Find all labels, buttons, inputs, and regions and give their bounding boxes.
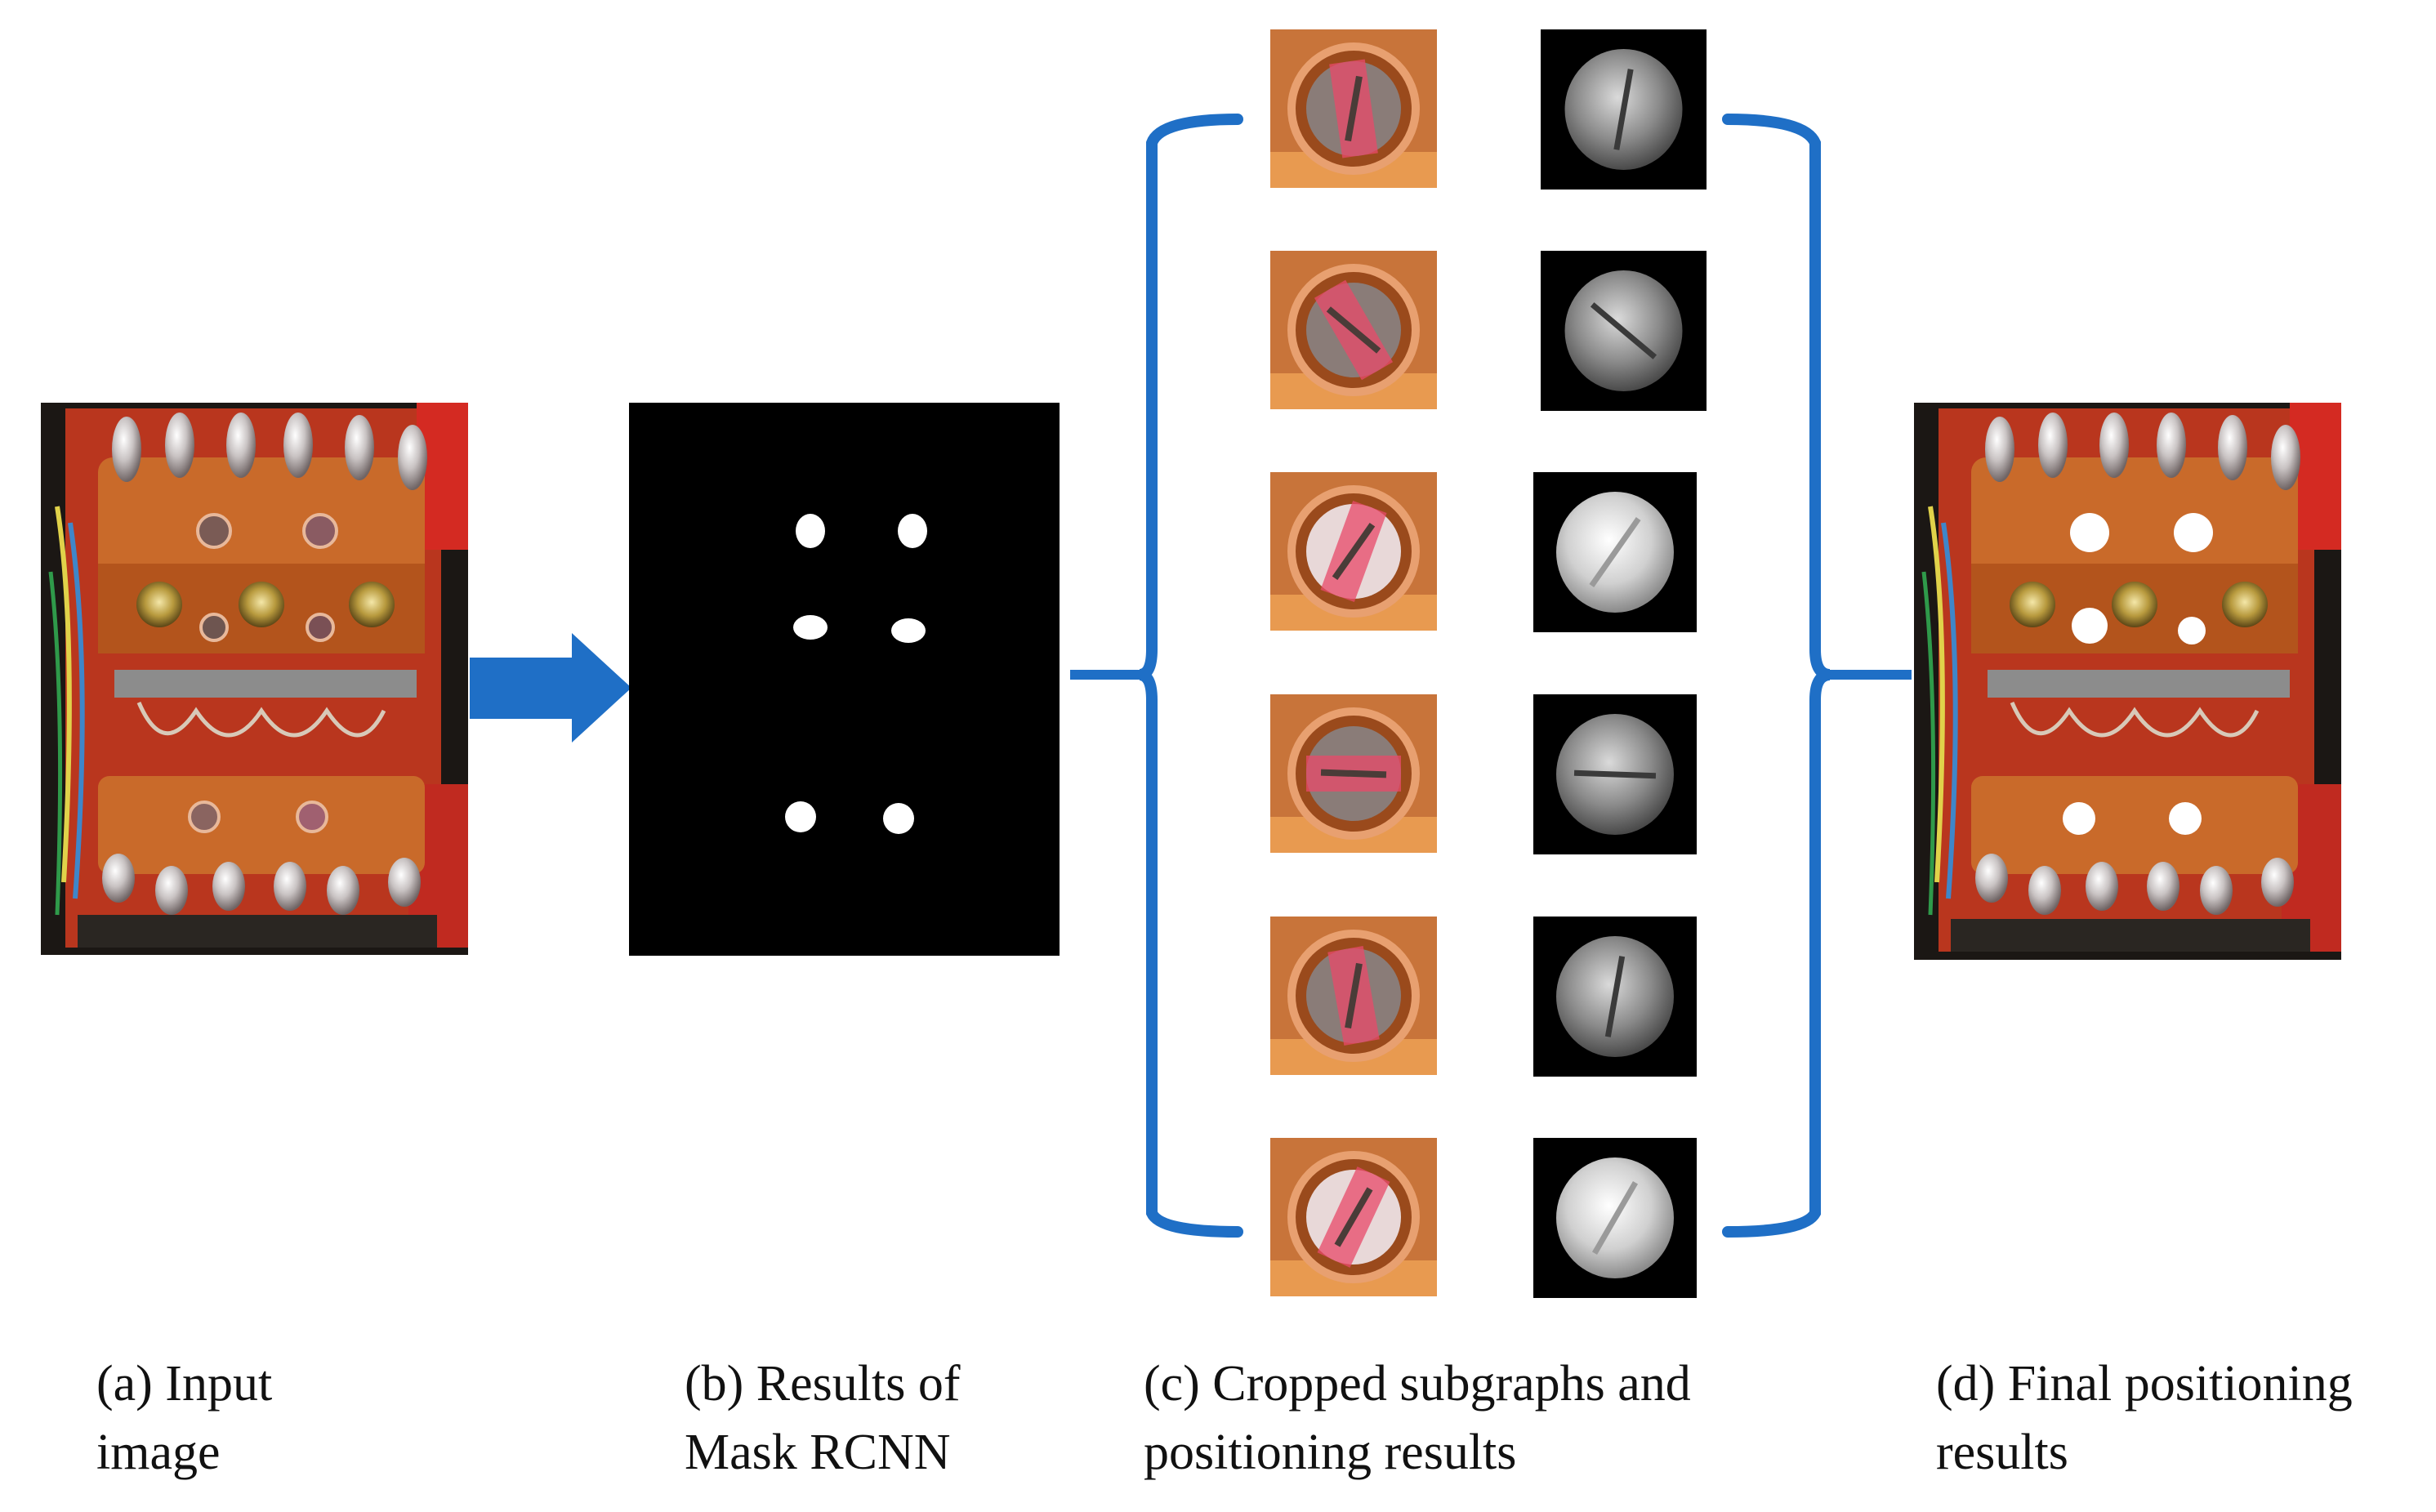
marked-screw <box>2070 513 2109 552</box>
crop-mask-5 <box>1533 917 1697 1077</box>
mask-blob <box>793 615 828 640</box>
mask-blob <box>796 514 825 548</box>
crop-mask-2 <box>1541 251 1707 411</box>
mask-blob <box>785 801 816 832</box>
marked-screw <box>2178 617 2206 644</box>
caption-c: (c) Cropped subgraphs and positioning re… <box>1144 1349 1691 1487</box>
right-arrow-icon <box>470 633 631 743</box>
top-bolts <box>112 413 427 490</box>
crop-photo-2 <box>1270 251 1437 409</box>
crop-photo-4 <box>1270 694 1437 853</box>
caption-c-line2: positioning results <box>1144 1425 1517 1480</box>
right-brace-icon <box>1722 114 1831 1238</box>
crop-photo-1 <box>1270 29 1437 188</box>
caption-d-line2: results <box>1936 1425 2068 1480</box>
caption-b-line1: (b) Results of <box>685 1356 961 1412</box>
marked-screw <box>2174 513 2213 552</box>
caption-b: (b) Results of Mask RCNN <box>685 1349 961 1487</box>
caption-a: (a) Input image <box>96 1349 272 1487</box>
marked-screw <box>2063 802 2095 835</box>
caption-d: (d) Final positioning results <box>1936 1349 2353 1487</box>
caption-d-line1: (d) Final positioning <box>1936 1356 2353 1412</box>
crop-mask-4 <box>1533 694 1697 854</box>
input-screw-holes <box>188 513 338 833</box>
mask-blob <box>898 514 927 548</box>
mask-blob <box>891 618 926 643</box>
crop-mask-1 <box>1541 29 1707 190</box>
final-marked-screws <box>2063 513 2213 835</box>
mask-rcnn-result <box>629 403 1060 956</box>
left-brace-icon <box>1139 114 1243 1238</box>
cropped-subgraphs <box>1270 29 1707 1298</box>
crop-mask-3 <box>1533 472 1697 632</box>
marked-screw <box>2169 802 2202 835</box>
mask-blob <box>883 803 914 834</box>
caption-c-line1: (c) Cropped subgraphs and <box>1144 1356 1691 1412</box>
bottom-bolts <box>102 854 421 915</box>
crop-photo-3 <box>1270 472 1437 631</box>
input-image <box>41 403 468 955</box>
crop-photo-6 <box>1270 1138 1437 1296</box>
crop-photo-5 <box>1270 917 1437 1075</box>
caption-a-line2: image <box>96 1425 221 1480</box>
final-positioning-image <box>1914 403 2341 960</box>
caption-b-line2: Mask RCNN <box>685 1425 951 1480</box>
crop-mask-6 <box>1533 1138 1697 1298</box>
caption-a-line1: (a) Input <box>96 1356 273 1412</box>
marked-screw <box>2072 608 2108 644</box>
